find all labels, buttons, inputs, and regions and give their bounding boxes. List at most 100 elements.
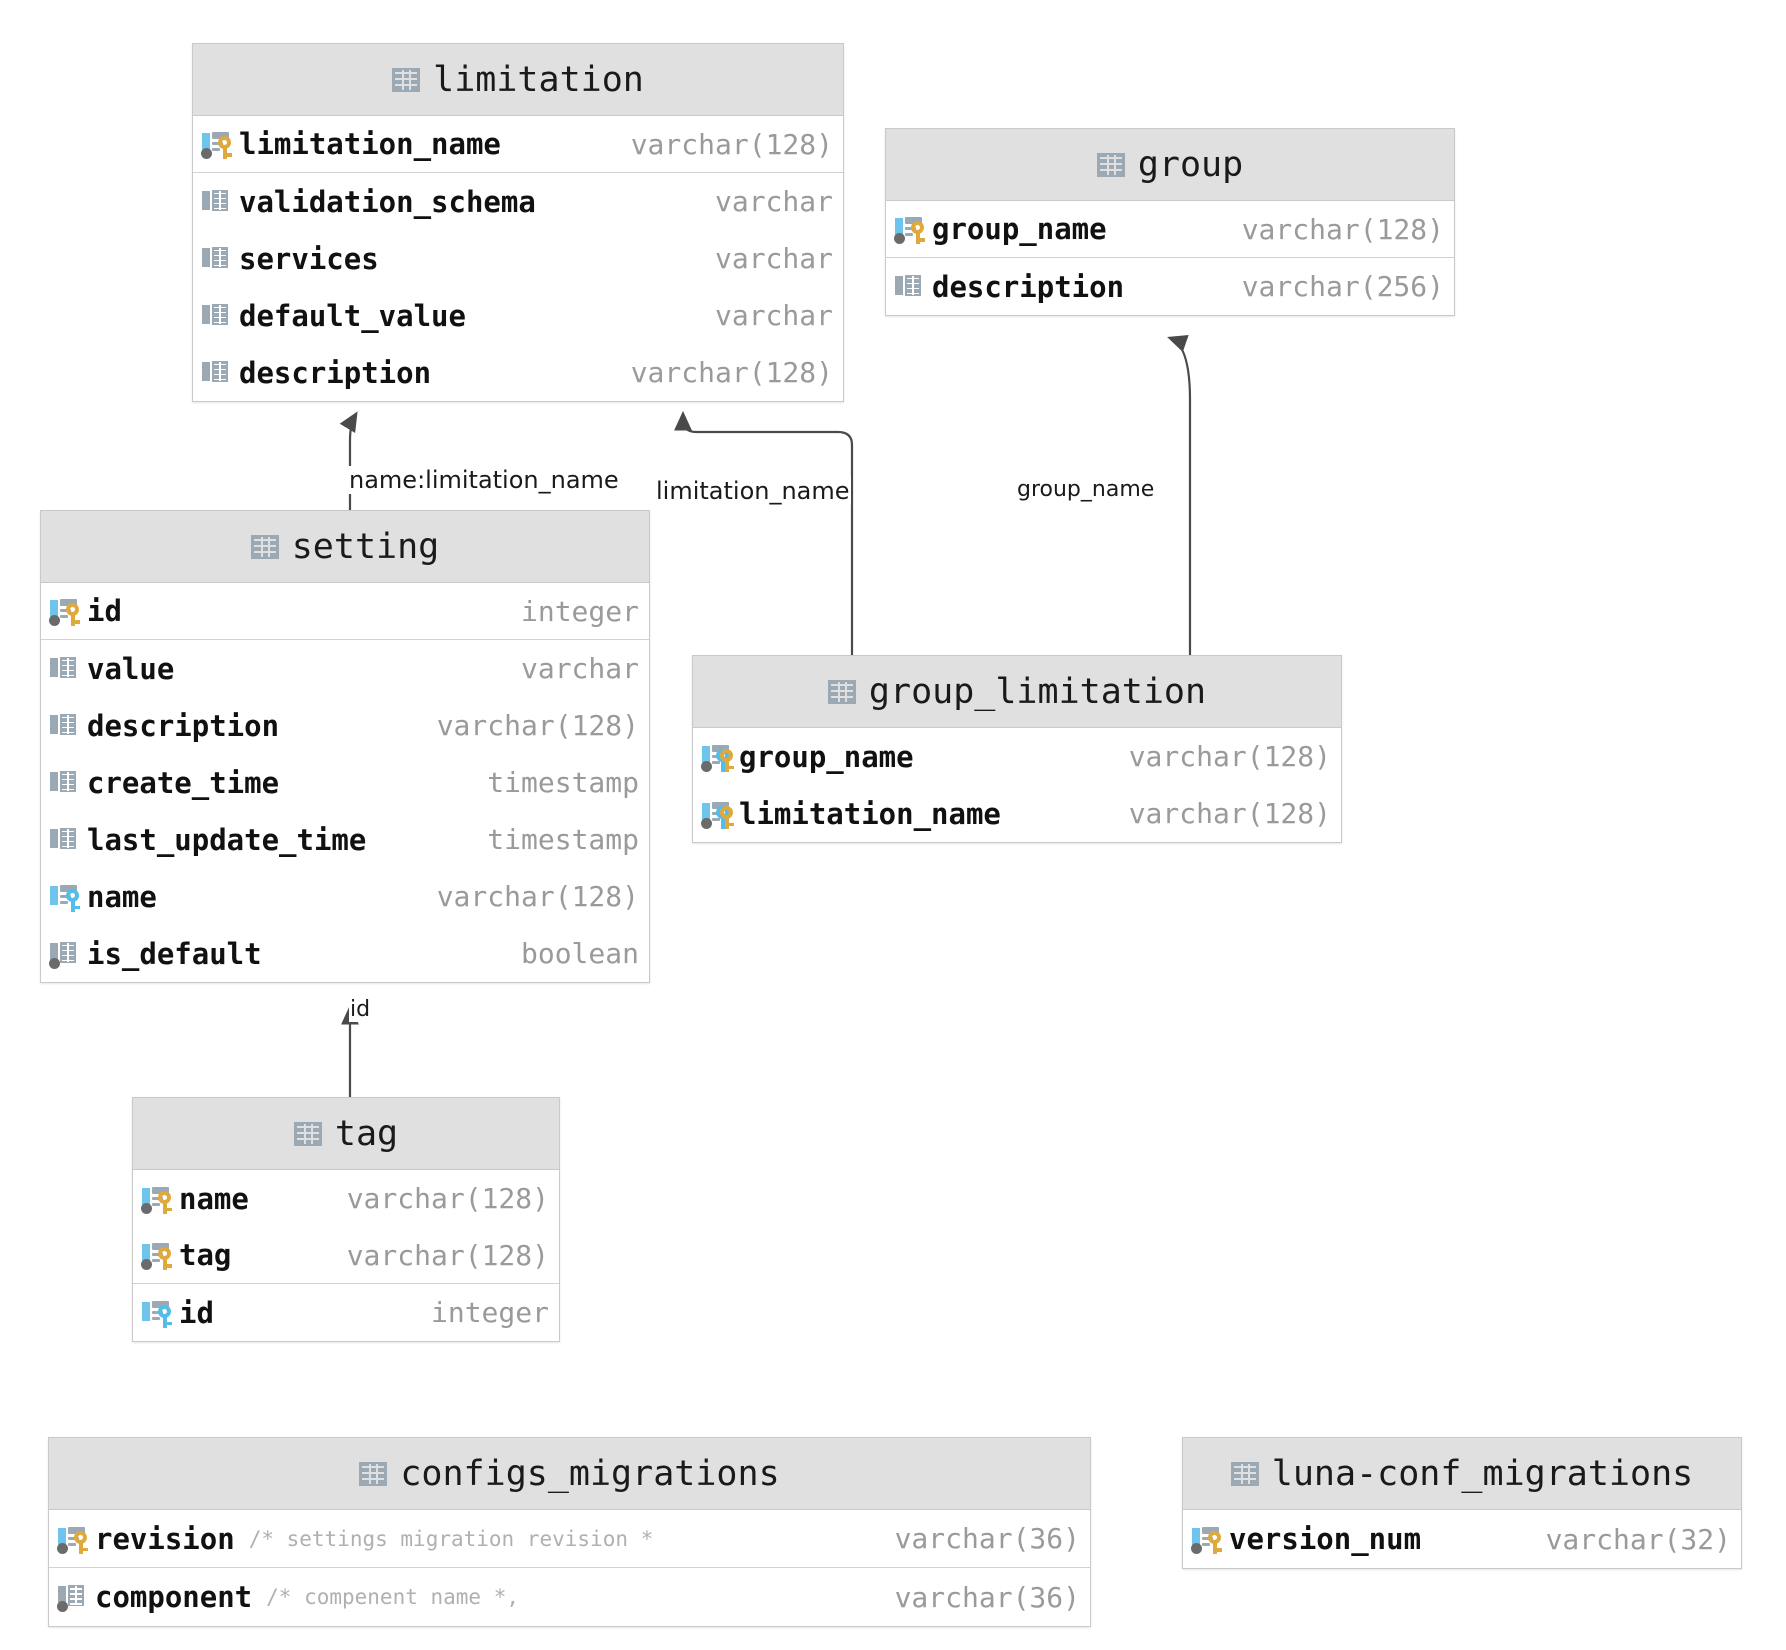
column-row[interactable]: revision/* settings migration revision *… (49, 1510, 1090, 1568)
primary-key-icon (894, 214, 928, 244)
column-icon (894, 272, 928, 302)
table-title: configs_migrations (400, 1453, 780, 1494)
column-type: varchar (714, 185, 833, 218)
column-row[interactable]: services varchar (193, 230, 843, 287)
column-icon (49, 939, 83, 969)
column-type: integer (430, 1296, 549, 1329)
table-configs_migrations[interactable]: configs_migrations revision/* settings mi… (48, 1437, 1091, 1627)
primary-foreign-key-icon (701, 742, 735, 772)
edge-label-tag-to-setting: id (349, 997, 372, 1022)
column-icon (49, 768, 83, 798)
column-name: limitation_name (239, 127, 501, 161)
primary-key-icon (49, 596, 83, 626)
column-type: varchar(128) (346, 1238, 549, 1272)
table-grid-icon (1096, 152, 1125, 177)
column-icon (201, 301, 235, 331)
foreign-key-icon (49, 882, 83, 912)
column-type: integer (520, 594, 639, 628)
column-type: varchar(36) (894, 1580, 1080, 1614)
column-name: default_value (239, 298, 466, 333)
column-name: last_update_time (87, 822, 367, 857)
column-name: group_name (739, 739, 914, 774)
primary-foreign-key-icon (701, 799, 735, 829)
column-icon (201, 358, 235, 388)
column-row[interactable]: description varchar(256) (886, 258, 1454, 315)
column-icon (49, 825, 83, 855)
column-row[interactable]: limitation_name varchar(128) (693, 785, 1341, 842)
table-header-setting[interactable]: setting (41, 511, 649, 583)
edge-label-group_limitation-to-group: group_name (1016, 477, 1156, 502)
column-type: varchar(128) (1128, 797, 1331, 830)
column-name: version_num (1229, 1522, 1422, 1556)
primary-key-icon (1191, 1524, 1225, 1554)
column-comment: /* compenent name *, (266, 1585, 520, 1609)
column-type: varchar(256) (1241, 270, 1444, 303)
column-row[interactable]: id integer (41, 583, 649, 640)
table-grid-icon (250, 534, 279, 559)
column-name: id (179, 1295, 214, 1330)
table-title: limitation (433, 59, 644, 100)
column-icon (201, 244, 235, 274)
column-type: varchar(128) (1128, 740, 1331, 773)
column-name: create_time (87, 765, 280, 800)
column-type: varchar (520, 652, 639, 685)
table-title: tag (334, 1113, 399, 1154)
table-header-luna-conf_migrations[interactable]: luna-conf_migrations (1183, 1438, 1741, 1510)
column-type: varchar (714, 242, 833, 275)
table-header-limitation[interactable]: limitation (193, 44, 843, 116)
table-group[interactable]: group group_name varchar(128) description va… (885, 128, 1455, 316)
column-name: limitation_name (739, 796, 1001, 831)
column-name: services (239, 241, 379, 276)
column-icon (201, 187, 235, 217)
column-name: tag (179, 1238, 232, 1272)
column-type: varchar(128) (630, 127, 833, 161)
column-row[interactable]: group_name varchar(128) (693, 728, 1341, 785)
primary-key-icon (201, 129, 235, 159)
table-title: group (1137, 144, 1244, 185)
column-icon (49, 654, 83, 684)
column-type: timestamp (487, 823, 639, 856)
column-name: group_name (932, 212, 1107, 246)
column-type: varchar(128) (1241, 212, 1444, 246)
table-header-group_limitation[interactable]: group_limitation (693, 656, 1341, 728)
table-header-configs_migrations[interactable]: configs_migrations (49, 1438, 1090, 1510)
primary-key-icon (57, 1524, 91, 1554)
column-row[interactable]: last_update_time timestamp (41, 811, 649, 868)
column-icon (49, 711, 83, 741)
edge-label-group_limitation-to-limitation: limitation_name (655, 477, 851, 505)
column-name: description (932, 269, 1125, 304)
column-row[interactable]: id integer (133, 1284, 559, 1341)
table-header-tag[interactable]: tag (133, 1098, 559, 1170)
table-title: luna-conf_migrations (1271, 1453, 1694, 1494)
column-row[interactable]: group_name varchar(128) (886, 201, 1454, 258)
column-row[interactable]: component/* compenent name *,varchar(36) (49, 1568, 1090, 1626)
table-header-group[interactable]: group (886, 129, 1454, 201)
primary-key-icon (141, 1240, 175, 1270)
column-row[interactable]: limitation_name varchar(128) (193, 116, 843, 173)
primary-key-icon (141, 1184, 175, 1214)
edge-setting-limitation (339, 411, 358, 510)
table-grid-icon (293, 1121, 322, 1146)
column-row[interactable]: tag varchar(128) (133, 1227, 559, 1284)
table-limitation[interactable]: limitation limitation_name varchar(128) val… (192, 43, 844, 402)
column-name: revision (95, 1521, 235, 1556)
table-grid-icon (1230, 1461, 1259, 1486)
column-type: varchar(128) (436, 880, 639, 913)
column-icon (57, 1582, 91, 1612)
column-name: id (87, 594, 122, 628)
